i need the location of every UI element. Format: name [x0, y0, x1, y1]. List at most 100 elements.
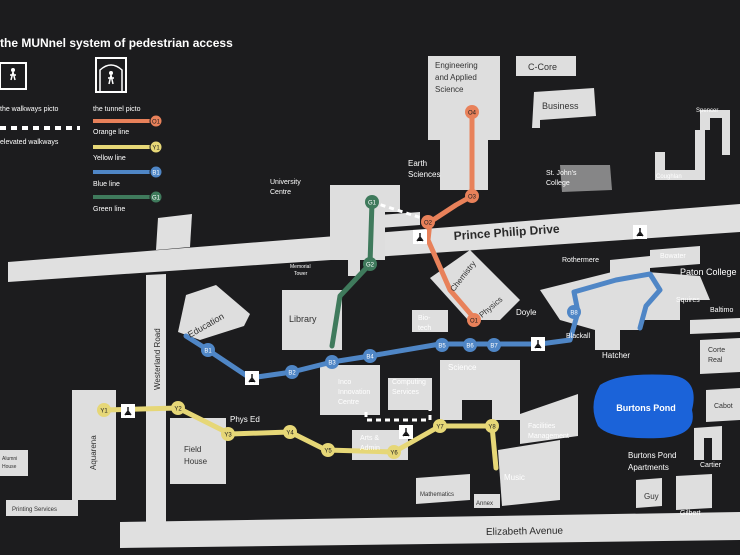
music-building: [498, 440, 560, 506]
corte-real-building: [700, 338, 740, 374]
rothermere-building: [610, 256, 650, 276]
svg-text:O3: O3: [468, 195, 477, 201]
station-o3[interactable]: O3: [465, 189, 479, 203]
station-b1[interactable]: B1: [201, 343, 215, 357]
cabot-label: Cabot: [714, 403, 733, 410]
burtons-pond-label: Burtons Pond: [616, 403, 676, 413]
station-y1[interactable]: Y1: [97, 403, 111, 417]
library-label: Library: [289, 314, 317, 324]
svg-text:B3: B3: [328, 361, 336, 367]
biotech-label: Bio-: [418, 315, 431, 322]
cabot-building: [706, 388, 740, 422]
alumni-house-building: [0, 450, 28, 476]
svg-text:College: College: [546, 180, 570, 187]
legend-orange-label: Orange line: [93, 129, 129, 136]
svg-text:Science: Science: [435, 85, 464, 94]
engineering-building: [428, 56, 500, 190]
svg-text:tech: tech: [418, 325, 431, 332]
stations: O4 O3 O2 O1 G1 G2 B1 B2 B3 B4 B5 B6 B7 B…: [97, 105, 581, 459]
svg-text:House: House: [184, 457, 208, 466]
legend-tunnel-label: the tunnel picto: [93, 106, 141, 113]
station-b3[interactable]: B3: [325, 355, 339, 369]
map-title: the MUNnel system of pedestrian access: [0, 36, 233, 50]
station-y2[interactable]: Y2: [171, 401, 185, 415]
science-building: [440, 360, 520, 420]
station-y3[interactable]: Y3: [221, 427, 235, 441]
station-y7[interactable]: Y7: [433, 419, 447, 433]
squires-label: Squires: [676, 297, 700, 304]
paton-college-label: Paton College: [680, 267, 737, 277]
svg-text:Centre: Centre: [270, 189, 291, 196]
computing-label: Computing: [392, 379, 426, 386]
blackall-label: Blackall: [566, 333, 591, 340]
svg-text:Sciences: Sciences: [408, 170, 440, 179]
svg-text:Y5: Y5: [324, 449, 332, 455]
annex-label: Annex: [476, 501, 493, 507]
baltimore-label: Baltimo: [710, 307, 733, 314]
svg-text:B2: B2: [288, 371, 296, 377]
alumni-house-label: Alumni: [2, 456, 17, 462]
arts-admin-label: Arts &: [360, 435, 379, 442]
station-b4[interactable]: B4: [363, 349, 377, 363]
gilbert-building: [676, 474, 712, 510]
svg-text:Y6: Y6: [390, 451, 398, 457]
svg-text:Real: Real: [708, 357, 723, 364]
svg-text:Tower: Tower: [294, 271, 308, 277]
elizabeth-avenue-road: [120, 512, 740, 548]
station-o2[interactable]: O2: [421, 215, 435, 229]
walkway-picto-icon: [0, 62, 27, 90]
business-label: Business: [542, 101, 579, 111]
station-y8[interactable]: Y8: [485, 419, 499, 433]
aquarena-building: [72, 390, 116, 500]
station-g2[interactable]: G2: [363, 257, 377, 271]
svg-text:Y2: Y2: [174, 407, 182, 413]
svg-text:B7: B7: [490, 344, 498, 350]
mathematics-label: Mathematics: [420, 492, 454, 498]
station-y5[interactable]: Y5: [321, 443, 335, 457]
svg-text:Centre: Centre: [338, 399, 359, 406]
burtons-pond: [593, 374, 694, 439]
station-y6[interactable]: Y6: [387, 445, 401, 459]
doyle-label: Doyle: [516, 308, 537, 317]
svg-text:and Applied: and Applied: [435, 73, 477, 82]
printing-services-building: [6, 500, 78, 516]
svg-text:Services: Services: [392, 389, 419, 396]
station-g1[interactable]: G1: [365, 195, 379, 209]
st-johns-building: [560, 165, 612, 192]
science-label: Science: [448, 363, 477, 372]
svg-text:B5: B5: [438, 344, 446, 350]
green-line: [329, 199, 375, 349]
station-y4[interactable]: Y4: [283, 425, 297, 439]
station-b8[interactable]: B8: [567, 305, 581, 319]
svg-text:B8: B8: [570, 311, 578, 317]
svg-text:Y1: Y1: [100, 409, 108, 415]
legend-blue-label: Blue line: [93, 181, 120, 188]
station-b2[interactable]: B2: [285, 365, 299, 379]
svg-text:B4: B4: [366, 355, 374, 361]
buildings: [0, 56, 740, 516]
station-b7[interactable]: B7: [487, 338, 501, 352]
svg-text:House: House: [2, 464, 17, 470]
svg-text:B1: B1: [204, 349, 212, 355]
station-b6[interactable]: B6: [463, 338, 477, 352]
st-johns-label: St. John's: [546, 170, 577, 177]
westerland-road: [146, 274, 166, 525]
coughlan-label: Coughlan: [656, 174, 682, 180]
facilities-label: Facilities: [528, 423, 556, 430]
svg-text:Y7: Y7: [436, 425, 444, 431]
memorial-tower-label: Memorial: [290, 264, 311, 270]
facilities-building: [520, 394, 578, 444]
computing-building: [388, 378, 432, 410]
station-b5[interactable]: B5: [435, 338, 449, 352]
field-house-building: [170, 418, 226, 484]
inco-centre-building: [320, 365, 380, 415]
spencer-building: [700, 110, 730, 155]
svg-text:Admin: Admin: [360, 445, 380, 452]
station-o1[interactable]: O1: [467, 313, 481, 327]
guy-label: Guy: [644, 492, 659, 501]
engineering-label: Engineering: [435, 61, 478, 70]
station-o4[interactable]: O4: [465, 105, 479, 119]
svg-text:Management: Management: [528, 433, 569, 440]
c-core-building: [516, 56, 576, 76]
